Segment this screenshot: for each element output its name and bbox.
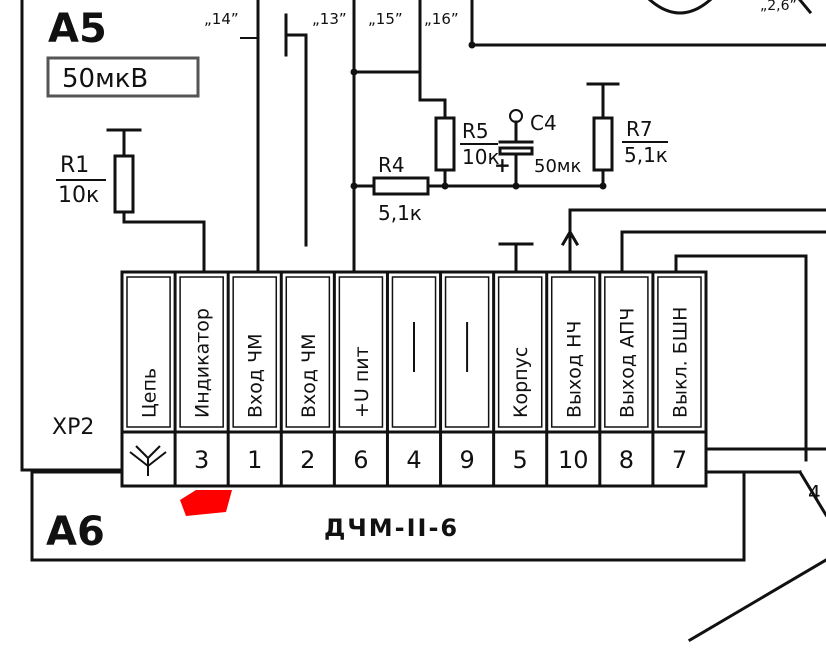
test-point-15: „15” <box>368 10 403 28</box>
pin-function-label: Вход ЧМ <box>245 334 267 419</box>
pin-label-box <box>444 276 490 428</box>
pin-label-box <box>232 276 278 428</box>
pin-number: 9 <box>459 446 474 474</box>
pin-function-label: Корпус <box>510 347 532 418</box>
connector-xp2: Цепь Индикатор 3 Вход ЧМ 1 Вход ЧМ 2 +U пит 6 4 9 К… <box>120 270 708 488</box>
level-box <box>46 56 200 98</box>
pin-function-label: Выход АПЧ <box>616 308 638 418</box>
r5-name: R5 <box>462 119 489 143</box>
pin-function-label: Выкл. БШН <box>669 307 691 418</box>
pin-number: 7 <box>672 446 687 474</box>
c4-name: C4 <box>530 111 557 135</box>
r5-value: 10к <box>462 145 500 169</box>
pin-label-box <box>285 276 331 428</box>
edge-label-top-right: „2,6” <box>760 0 797 14</box>
pin-number: 6 <box>353 446 368 474</box>
red-marker <box>180 490 232 516</box>
test-point-13: „13” <box>312 10 347 28</box>
pin-number: 5 <box>513 446 528 474</box>
r7-name: R7 <box>626 117 653 141</box>
r7-value: 5,1к <box>624 143 668 167</box>
block-a5-outline <box>20 0 124 472</box>
r1-name: R1 <box>60 153 89 178</box>
level-label: 50мкВ <box>62 64 148 94</box>
edge-pin-label: 4 <box>808 481 821 505</box>
pin-function-label: Вход ЧМ <box>298 334 320 419</box>
pin-label-box <box>497 276 543 428</box>
r4-name: R4 <box>378 153 405 177</box>
test-point-14: „14” <box>204 10 239 28</box>
pin-function-label: +U пит <box>351 346 373 418</box>
block-a5-label: A5 <box>48 6 107 52</box>
pin-number: 1 <box>247 446 262 474</box>
pin-label-box <box>338 276 384 428</box>
pin-number: 8 <box>619 446 634 474</box>
pin-label-box <box>126 276 171 428</box>
pin-function-label: Выход НЧ <box>563 321 585 418</box>
pin-label-box <box>179 276 224 428</box>
r4-value: 5,1к <box>378 201 422 225</box>
pin-number: 3 <box>194 446 209 474</box>
c4-value: 50мк <box>534 156 581 177</box>
pin-number: 4 <box>406 446 421 474</box>
test-point-16: „16” <box>424 10 459 28</box>
top-wiring <box>106 0 826 274</box>
block-a6-label: A6 <box>46 509 105 555</box>
ground-symbol-icon <box>129 445 167 476</box>
pin-label-box <box>604 276 649 428</box>
pin-label-box <box>657 276 702 428</box>
pin-number: 10 <box>558 446 589 474</box>
right-edge-lines <box>687 254 826 643</box>
connector-label: ХР2 <box>52 415 94 440</box>
c4-polarity: + <box>494 153 511 177</box>
pin-function-label: Цепь <box>139 368 161 418</box>
module-name: ДЧМ-II-6 <box>324 514 459 542</box>
pin-number: 2 <box>300 446 315 474</box>
pin-label-box <box>550 276 596 428</box>
pin-function-label: Индикатор <box>192 308 214 418</box>
r1-value: 10к <box>58 183 99 208</box>
pin-label-box <box>391 276 437 428</box>
